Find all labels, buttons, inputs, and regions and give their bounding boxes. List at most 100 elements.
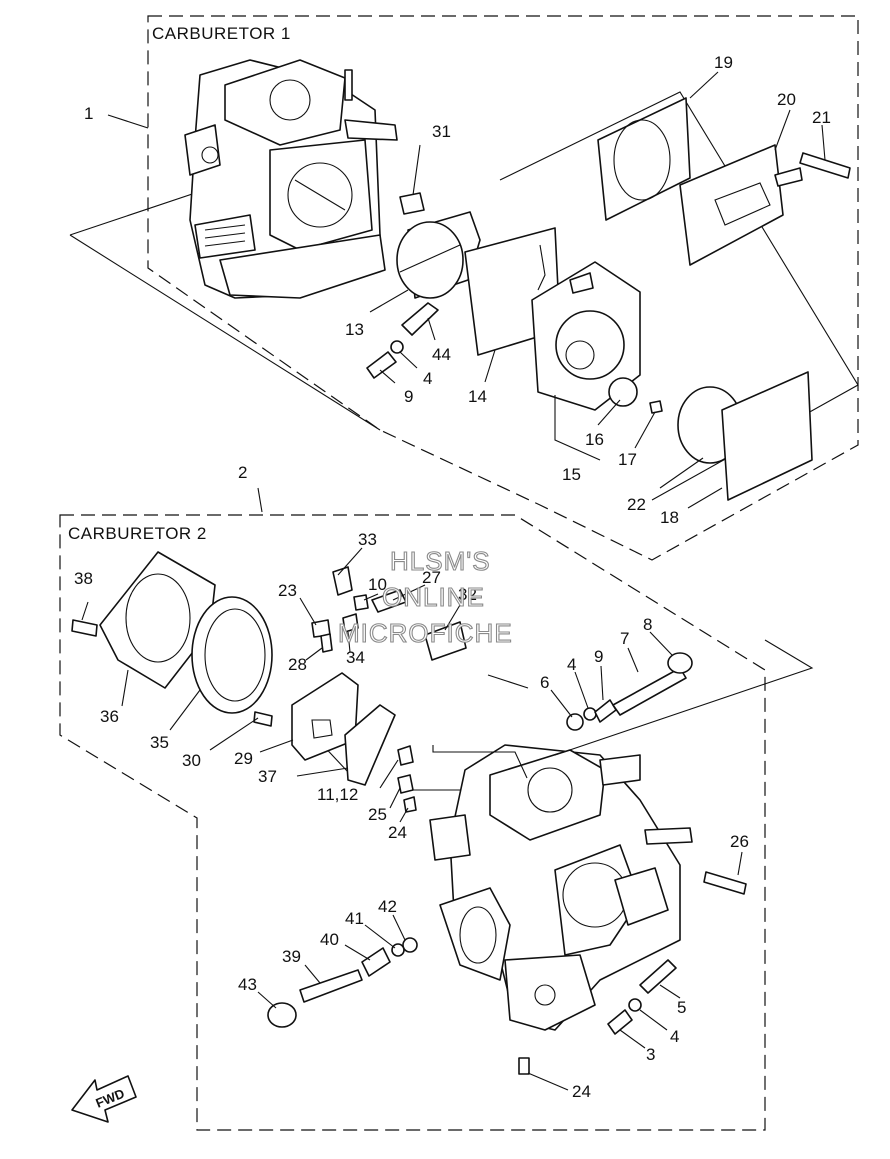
callout-43: 43 [238,975,257,994]
callout-6: 6 [540,673,549,692]
callout-41: 41 [345,909,364,928]
callout-10: 10 [368,575,387,594]
callout-32: 32 [458,585,477,604]
part-31-jet [399,192,425,215]
callout-16: 16 [585,430,604,449]
callout-31: 31 [432,122,451,141]
callout-3: 3 [646,1045,655,1064]
callout-4b: 4 [567,655,576,674]
callout-7: 7 [620,629,629,648]
watermark: HLSM'S ONLINE MICROFICHE [337,545,513,648]
callout-18: 18 [660,508,679,527]
part-27-lever [371,589,407,613]
part-9-spring-b [594,699,617,723]
callout-42: 42 [378,897,397,916]
callout-24b: 24 [572,1082,591,1101]
part-4-o-ring [390,340,404,354]
callout-15: 15 [562,465,581,484]
callout-14: 14 [468,387,487,406]
part-33-pin [332,566,353,596]
part-20-cover [679,144,803,266]
part-35-diaphragm [191,596,273,714]
callout-29: 29 [234,749,253,768]
part-26-screw [703,871,747,895]
carburetor-1-boundary: CARBURETOR 1 [147,15,859,561]
part-17-screw [649,400,663,414]
part-43-cap [267,1002,297,1028]
carburetor-2-boundary: CARBURETOR 2 [59,514,766,1131]
part-5-screw [639,959,677,994]
callout-39: 39 [282,947,301,966]
callout-2: 2 [238,463,247,482]
part-40-spring [361,947,391,977]
fwd-arrow-icon: FWD [71,1075,137,1123]
part-7-screw [612,667,687,716]
part-4-o-ring-b [583,707,597,721]
callout-11-12: 11,12 [317,785,358,804]
callout-26: 26 [730,832,749,851]
callout-13: 13 [345,320,364,339]
carburetor-1-assembly [69,59,859,501]
callout-28: 28 [288,655,307,674]
part-9-spring [366,351,397,379]
callout-36: 36 [100,707,119,726]
callout-5: 5 [677,998,686,1017]
part-25-jet [397,774,414,794]
callout-4c: 4 [670,1027,679,1046]
part-8-cap [667,652,693,674]
callout-9: 9 [404,387,413,406]
part-32-needle [424,621,467,661]
callout-8: 8 [643,615,652,634]
part-28-pin [320,633,333,653]
callout-40: 40 [320,930,339,949]
part-30-screw [253,711,273,727]
callout-20: 20 [777,90,796,109]
callout-17: 17 [618,450,637,469]
part-13-check-valve [396,211,481,299]
part-16-diaphragm [608,377,638,407]
part-18-gasket [721,371,813,501]
part-41-washer [391,943,405,957]
callout-33: 33 [358,530,377,549]
callout-21: 21 [812,108,831,127]
part-24-jet [403,796,417,813]
callout-35: 35 [150,733,169,752]
part-39-screw [299,969,363,1003]
part-38-screw [71,619,98,637]
part-34-spring [342,613,359,633]
callout-34: 34 [346,648,365,667]
part-24-jet-b [518,1057,530,1075]
callout-9b: 9 [594,647,603,666]
callout-27: 27 [422,568,441,587]
watermark-line-3: MICROFICHE [338,618,513,648]
part-11-12-jet [397,745,414,766]
carburetor-2-assembly [429,744,693,1031]
callout-37: 37 [258,767,277,786]
callout-25: 25 [368,805,387,824]
callout-38: 38 [74,569,93,588]
carburetor-1-title: CARBURETOR 1 [152,24,291,43]
callout-4: 4 [423,369,432,388]
part-6-o-ring [566,713,584,731]
callout-labels: 1 2 31 13 44 4 9 14 15 16 17 22 18 19 20… [74,53,831,1101]
callout-22: 22 [627,495,646,514]
part-21-screw [799,152,851,179]
callout-44: 44 [432,345,451,364]
part-15-pump-assembly [531,261,641,411]
part-10-screw [353,594,369,611]
part-3-spring [607,1009,633,1035]
callout-24: 24 [388,823,407,842]
watermark-line-1: HLSM'S [390,546,491,576]
callout-1: 1 [84,104,93,123]
callout-23: 23 [278,581,297,600]
part-4-o-ring-c [628,998,642,1012]
part-19-gasket [597,97,691,221]
callout-30: 30 [182,751,201,770]
leader-lines [81,71,826,1091]
carburetor-2-title: CARBURETOR 2 [68,524,207,543]
part-37-gasket [344,704,396,786]
part-44-screw [401,302,439,336]
watermark-line-2: ONLINE [382,582,485,612]
part-42-o-ring [402,937,418,953]
